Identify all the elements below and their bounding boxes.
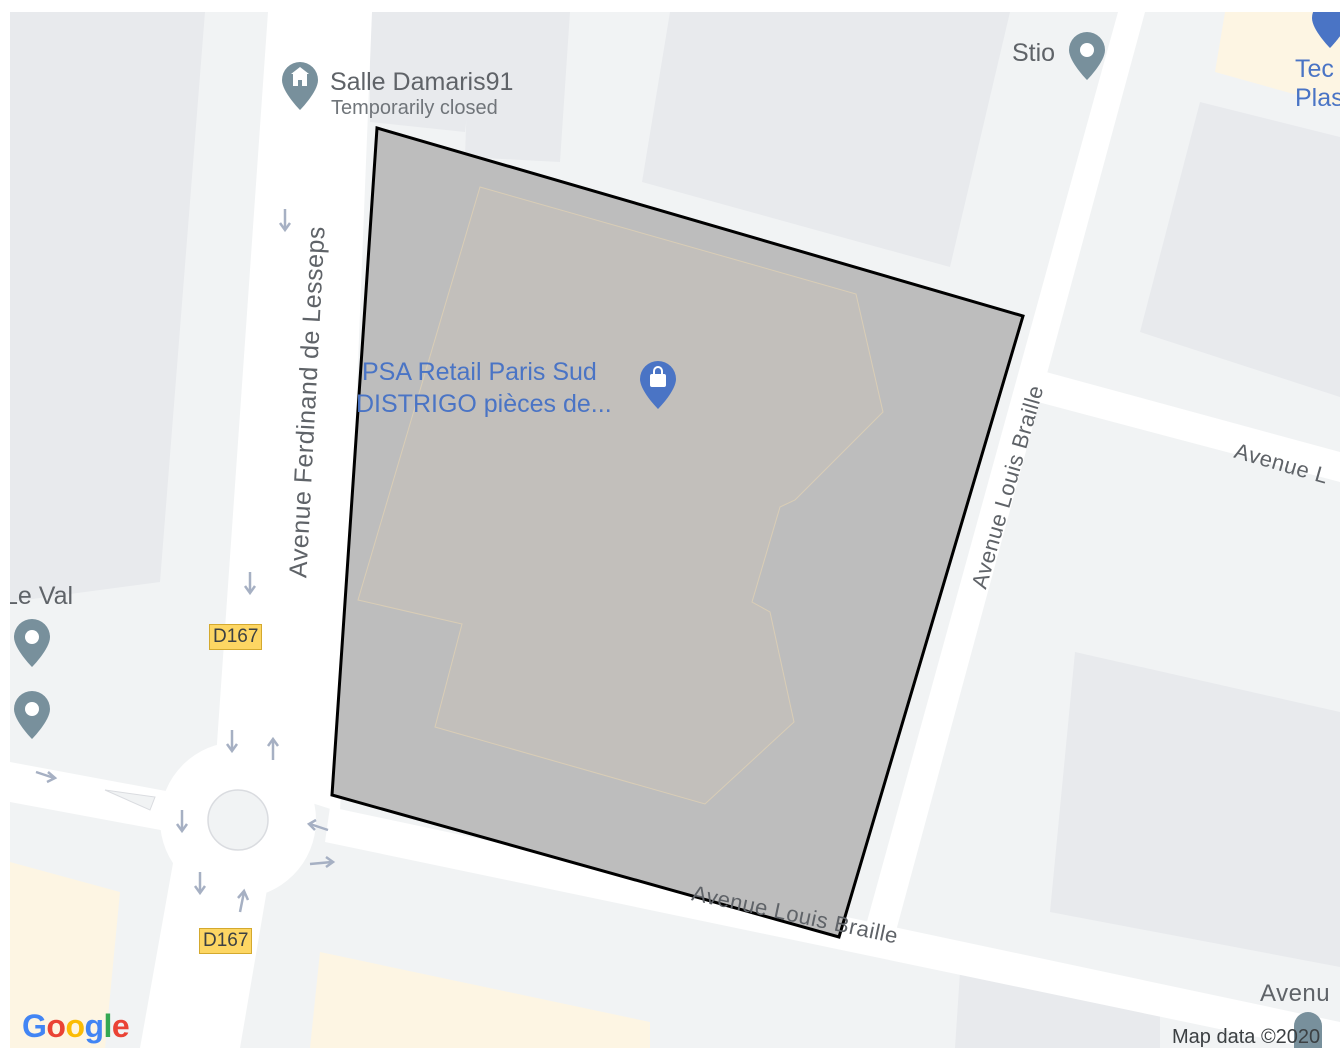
logo-letter: l (103, 1008, 113, 1044)
building-block (370, 12, 480, 132)
building-footprint (357, 186, 884, 805)
building-block (955, 972, 1160, 1048)
traffic-island (104, 789, 156, 811)
logo-letter: g (84, 1008, 104, 1044)
shopping-bag-pin-icon (640, 361, 676, 409)
logo-letter: G (22, 1008, 47, 1044)
street-label-avenue-bottom-right: Avenu (1260, 980, 1331, 1007)
building-block (1215, 12, 1340, 107)
arrow-icon (35, 770, 58, 784)
building-block (10, 862, 120, 1048)
poi-label-distrigo[interactable]: DISTRIGO pièces de... (356, 390, 612, 418)
roundabout-center (207, 789, 269, 851)
one-way-arrows (35, 209, 336, 913)
arrow-icon (225, 730, 239, 754)
map-pin-icon (14, 619, 50, 667)
logo-letter: e (111, 1008, 130, 1044)
google-logo[interactable]: Google (22, 1008, 130, 1045)
map-view[interactable]: Salle Damaris91 Temporarily closed Stio … (10, 12, 1340, 1048)
road-shield-d167: D167 (199, 928, 253, 954)
building-block (1140, 102, 1340, 397)
building-block (10, 12, 205, 602)
poi-status-temporarily-closed: Temporarily closed (331, 97, 498, 119)
poi-label-stio[interactable]: Stio (1012, 39, 1056, 67)
map-attribution[interactable]: Map data ©2020 (1172, 1026, 1321, 1048)
poi-label-plas[interactable]: Plas (1295, 84, 1340, 112)
building-block (1050, 652, 1340, 967)
road-avenue-right (1038, 372, 1340, 482)
arrow-icon (266, 736, 280, 760)
map-canvas (10, 12, 1340, 1048)
building-block (310, 952, 650, 1048)
road-ferdinand (215, 12, 372, 812)
road-braille-vertical (863, 12, 1145, 942)
place-of-worship-pin-icon (282, 62, 318, 110)
arrow-icon (237, 888, 250, 913)
poi-label-le-val[interactable]: Le Val (10, 582, 74, 610)
poi-label-psa-retail[interactable]: PSA Retail Paris Sud (362, 358, 597, 386)
arrow-icon (309, 855, 336, 869)
building-block (465, 12, 570, 162)
map-pin-icon (1312, 12, 1340, 48)
poi-label-salle-damaris[interactable]: Salle Damaris91 (330, 68, 514, 96)
road-shield-d167: D167 (209, 624, 263, 650)
arrow-icon (243, 572, 257, 596)
arrow-icon (278, 209, 292, 233)
map-pin-icon (14, 691, 50, 739)
arrow-icon (306, 818, 329, 832)
arrow-icon (175, 810, 189, 834)
map-pin-icon (1069, 32, 1105, 80)
logo-letter: o (65, 1008, 85, 1044)
building-block (642, 12, 1010, 267)
logo-letter: o (46, 1008, 66, 1044)
poi-label-tec[interactable]: Tec (1295, 55, 1334, 83)
map-pin-icon (1294, 1012, 1322, 1048)
arrow-icon (193, 872, 207, 896)
